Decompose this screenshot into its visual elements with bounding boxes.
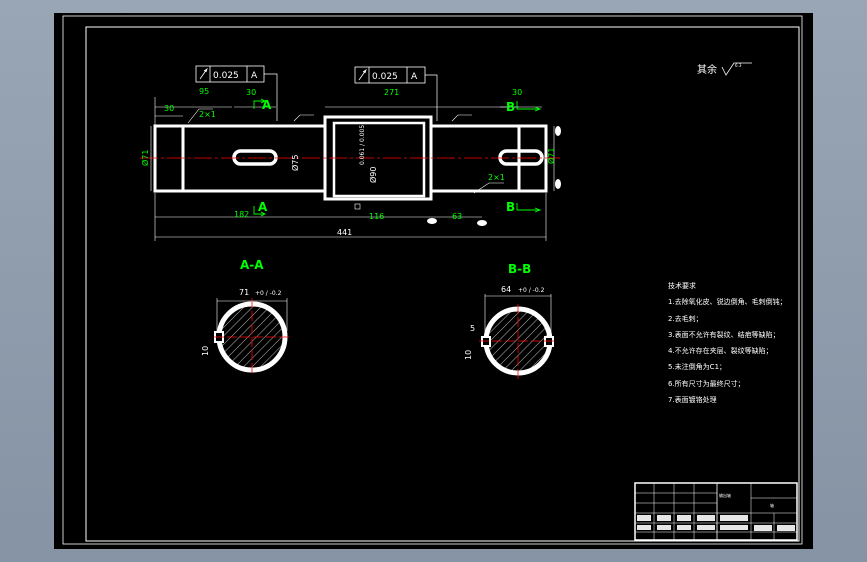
tech-requirement-item: 4.不允许存在夹层、裂纹等缺陷； [668,347,773,356]
dim-63: 63 [452,212,462,221]
chamfer-right: 2×1 [488,173,505,182]
dim-dia-90: Ø90 [368,167,378,183]
section-aa-title: A-A [240,258,264,272]
section-mark-b-bottom: B [506,200,515,214]
technical-requirements: 技术要求 1.去除氧化皮、锐边倒角、毛刺倒钝； 2.去毛刺； 3.表面不允许有裂… [668,278,787,408]
runout-tolerance-left: 0.025 A [195,65,278,121]
section-arrows [253,98,542,217]
dim-dia-90-tol: 0.061 / 0.005 [359,125,366,165]
svg-text:A: A [251,71,258,81]
dim-441: 441 [337,228,352,237]
tech-requirement-item: 1.去除氧化皮、锐边倒角、毛刺倒钝； [668,298,787,307]
section-aa-width-tol: +0 / -0.2 [255,290,282,297]
svg-text:A: A [411,72,418,82]
section-bb-title: B-B [508,262,531,276]
keyway-left [232,149,278,166]
svg-text:0.025: 0.025 [372,72,398,82]
section-aa-width: 71 [239,288,249,297]
roughness-label: 其余 [697,63,717,76]
runout-arrow-icon [199,68,208,80]
outer-frame [62,15,803,545]
tech-requirement-item: 7.表面镀铬处理 [668,396,717,405]
section-bb-width-tol: +0 / -0.2 [518,287,545,294]
roughness-symbol [721,62,752,76]
roughness-value: 6.3 [735,63,742,68]
dim-dia-71: Ø71 [140,150,150,166]
svg-text:0.025: 0.025 [213,71,239,81]
engineering-drawing: 其余 6.3 0.025 A 0.025 A [62,15,803,545]
section-bb-width: 64 [501,285,511,294]
dim-30-key: 30 [246,88,256,97]
shaft-main-view [153,115,548,201]
dimension-marker [477,220,487,226]
section-aa: A-A 71 +0 / -0.2 10 [201,258,290,376]
tech-requirements-title: 技术要求 [668,282,696,290]
section-mark-a-top: A [262,98,272,112]
drawing-sheet: 其余 6.3 0.025 A 0.025 A [54,13,813,549]
dim-30-right: 30 [512,88,522,97]
dim-dia-75: Ø75 [290,155,300,171]
section-mark-a-bottom: A [258,200,268,214]
dimension-lines [150,97,555,241]
dimension-marker [427,218,437,224]
dim-182: 182 [234,210,249,219]
dim-271: 271 [384,88,399,97]
runout-arrow-icon [358,69,367,81]
section-bb-key: 5 [470,324,475,333]
title-block-part-name: 输出轴 [719,492,731,498]
dim-116: 116 [369,212,384,221]
dim-95: 95 [199,87,209,96]
section-aa-depth: 10 [201,346,210,356]
title-block-code: 轴 [770,502,774,508]
dim-30-left: 30 [164,104,174,113]
section-bb-depth: 10 [464,350,473,360]
center-hole-mark [555,126,561,136]
tech-requirement-item: 2.去毛刺； [668,314,703,323]
inner-frame [85,26,800,542]
center-hole-mark [555,179,561,189]
runout-tolerance-right: 0.025 A [354,66,438,121]
tech-requirement-item: 5.未注倒角为C1； [668,363,727,372]
chamfer-left: 2×1 [199,110,216,119]
title-block: 输出轴 轴 [634,482,798,541]
tech-requirement-item: 3.表面不允许有裂纹、结疤等缺陷； [668,330,780,339]
dim-dia-71-right: Ø71 [546,148,556,164]
section-bb: B-B 64 +0 / -0.2 5 10 [464,262,556,379]
keyway-right [498,149,544,166]
section-mark-b-top: B [506,100,515,114]
tech-requirement-item: 6.所有尺寸为最终尺寸； [668,379,745,388]
